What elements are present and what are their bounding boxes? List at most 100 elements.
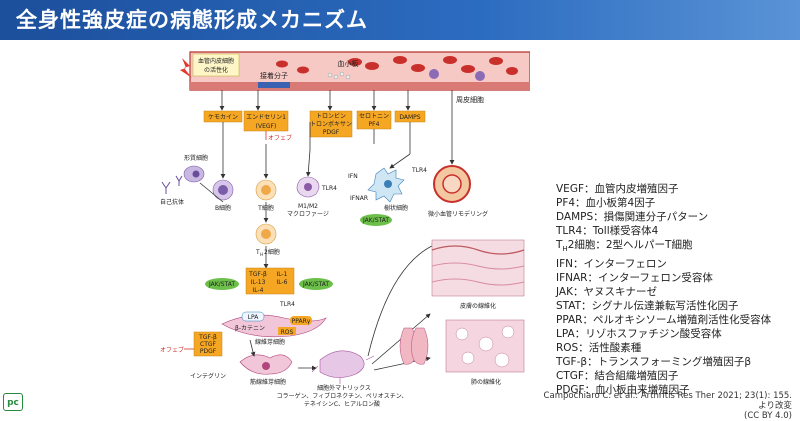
vascular-remodel-label: 微小血管リモデリング [428,210,488,218]
svg-text:β-カテニン: β-カテニン [235,325,265,332]
abbreviation-legend: VEGF：血管内皮増殖因子 PF4：血小板第4因子 DAMPS：損傷関連分子パタ… [556,182,786,398]
chemokine-box: ケモカイン [203,110,243,123]
svg-text:JAK/STAT: JAK/STAT [302,281,329,288]
tlr4-label-a: TLR4 [321,185,337,192]
svg-text:エンドセリン1: エンドセリン1 [246,114,286,121]
jak-stat-a: JAK/STAT [205,278,239,290]
citation: Campochiaro C. et al.: Arthritis Res The… [540,391,792,421]
cytokine-box: TGF-β IL-1 IL-13 IL-6 IL-4 [245,267,295,295]
svg-text:筋線維芽細胞: 筋線維芽細胞 [250,378,286,386]
legend-item-ctgf: CTGF：結合組織増殖因子 [556,370,679,383]
red-blood-cells [276,56,518,75]
page-title: 全身性強皮症の病態形成メカニズム [16,8,368,32]
title-bar: 全身性強皮症の病態形成メカニズム [0,0,800,40]
svg-text:コラーゲン、フィブロネクチン、ペリオスチン、: コラーゲン、フィブロネクチン、ペリオスチン、 [277,392,408,400]
legend-item-tlr4: TLR4：Toll様受容体4 [556,225,659,238]
svg-text:IL-13: IL-13 [251,279,266,286]
pericyte-label: 周皮細胞 [456,95,484,104]
skin-fibrosis-image: 皮膚の線維化 [431,239,525,310]
svg-text:LPA: LPA [248,314,260,321]
svg-text:TGF-β: TGF-β [248,271,267,278]
svg-text:自己抗体: 自己抗体 [160,198,184,206]
adhesion-molecule-bar [258,82,290,88]
svg-text:形質細胞: 形質細胞 [184,154,208,162]
legend-item-pf4: PF4：血小板第4因子 [556,197,656,210]
citation-line2: (CC BY 4.0) [744,411,792,421]
svg-text:T: T [255,249,260,256]
th2-cell: T H 2細胞 [255,223,280,257]
svg-text:IL-4: IL-4 [253,287,264,294]
svg-text:IL-6: IL-6 [277,279,288,286]
legend-item-th2: TH2細胞：2型ヘルパーT細胞 [556,239,693,254]
leukocytes [429,69,485,81]
svg-text:トロンボキサン: トロンボキサン [310,120,352,128]
svg-text:セロトニン: セロトニン [359,113,389,120]
skin-fibrosis-label: 皮膚の線維化 [460,302,496,310]
b-cell: B細胞 [212,179,234,212]
integrin-label: インテグリン [190,372,226,380]
svg-text:JAK/STAT: JAK/STAT [208,281,235,288]
endothelin-box: エンドセリン1 (VEGF) [243,110,289,132]
autoantibody: 自己抗体 [160,175,184,206]
legend-item-lpa: LPA：リゾホスファチジン酸受容体 [556,328,722,341]
svg-text:PDGF: PDGF [323,129,340,136]
svg-text:DAMPS: DAMPS [399,114,420,121]
svg-text:(VEGF): (VEGF) [256,123,277,130]
lung-fibrosis-image: 肺の線維化 [399,319,525,386]
legend-item-ifnar: IFNAR：インターフェロン受容体 [556,271,713,284]
svg-text:ROS: ROS [281,329,294,336]
svg-text:トロンビン: トロンビン [316,112,346,120]
lightning-icon [180,58,192,78]
dendritic-cell: 樹状細胞 [367,167,408,212]
legend-item-ifn: IFN：インターフェロン [556,257,667,270]
legend-item-vegf: VEGF：血管内皮増殖因子 [556,183,679,195]
svg-text:ケモカイン: ケモカイン [208,114,238,121]
svg-text:T細胞: T細胞 [257,204,274,212]
myofibroblast-cell: 筋線維芽細胞 [239,354,293,386]
fibroblast-cell: LPA β-カテニン PPARγ ROS 線維芽細胞 [221,311,327,346]
tlr4-label-c: TLR4 [279,301,295,308]
blood-vessel [189,51,531,91]
svg-text:M1/M2: M1/M2 [298,203,318,210]
svg-text:樹状細胞: 樹状細胞 [384,204,408,212]
svg-text:PDGF: PDGF [200,348,217,355]
ofev-label-bottom: オフェブ [160,346,184,354]
lung-fibrosis-label: 肺の線維化 [471,378,501,386]
citation-line1: Campochiaro C. et al.: Arthritis Res The… [543,391,792,411]
ecm-label: 細胞外マトリックス [317,384,371,392]
legend-item-ppar: PPAR：ペルオキシソーム増殖剤活性化受容体 [556,313,772,326]
legend-item-pdgf: PDGF：血小板由来増殖因子 [556,384,690,397]
svg-text:IL-1: IL-1 [277,271,288,278]
adhesion-molecule-label: 接着分子 [260,71,288,80]
svg-text:JAK/STAT: JAK/STAT [362,217,389,224]
svg-text:H: H [260,252,263,257]
fibroblast-label: 線維芽細胞 [255,338,285,346]
macrophage: M1/M2 マクロファージ [287,176,329,218]
platelet-label: 血小板 [338,59,359,68]
legend-item-tgf: TGF-β：トランスフォーミング増殖因子β [556,356,752,369]
endothelial-label-line1: 血管内皮細胞 [198,57,234,65]
svg-text:PPARγ: PPARγ [292,318,311,325]
endothelial-activation-label: 血管内皮細胞 の活性化 [180,53,240,78]
pathogenesis-diagram: 血管内皮細胞 の活性化 接着分子 血小板 周皮細胞 ケモカイン エンドセリン1 … [150,44,531,410]
thrombin-box: トロンビン トロンボキサン PDGF [309,110,353,138]
logo: pc [3,393,23,411]
svg-text:CTGF: CTGF [200,341,217,348]
svg-text:マクロファージ: マクロファージ [287,211,329,218]
jak-stat-b: JAK/STAT [299,278,333,290]
svg-text:TGF-β: TGF-β [198,334,217,341]
legend-item-stat: STAT：シグナル伝達兼転写活性化因子 [556,299,739,312]
legend-item-jak: JAK：ヤヌスキナーゼ [556,285,657,298]
plasma-cell: 形質細胞 [183,154,208,183]
ifn-label: IFN [348,173,358,180]
ecm-cell: 細胞外マトリックス コラーゲン、フィブロネクチン、ペリオスチン、 テネイシンC、… [277,350,408,408]
legend-item-damps: DAMPS：損傷関連分子パターン [556,211,709,224]
svg-text:B細胞: B細胞 [215,204,231,212]
ifnar-label: IFNAR [350,195,368,202]
endothelial-label-line2: の活性化 [204,66,228,74]
svg-text:テネイシンC、ヒアルロン酸: テネイシンC、ヒアルロン酸 [304,400,380,408]
jak-stat-c: JAK/STAT [360,214,392,226]
legend-item-ros: ROS：活性酸素種 [556,342,642,355]
svg-text:2細胞: 2細胞 [264,248,280,256]
damps-box: DAMPS [394,110,426,123]
